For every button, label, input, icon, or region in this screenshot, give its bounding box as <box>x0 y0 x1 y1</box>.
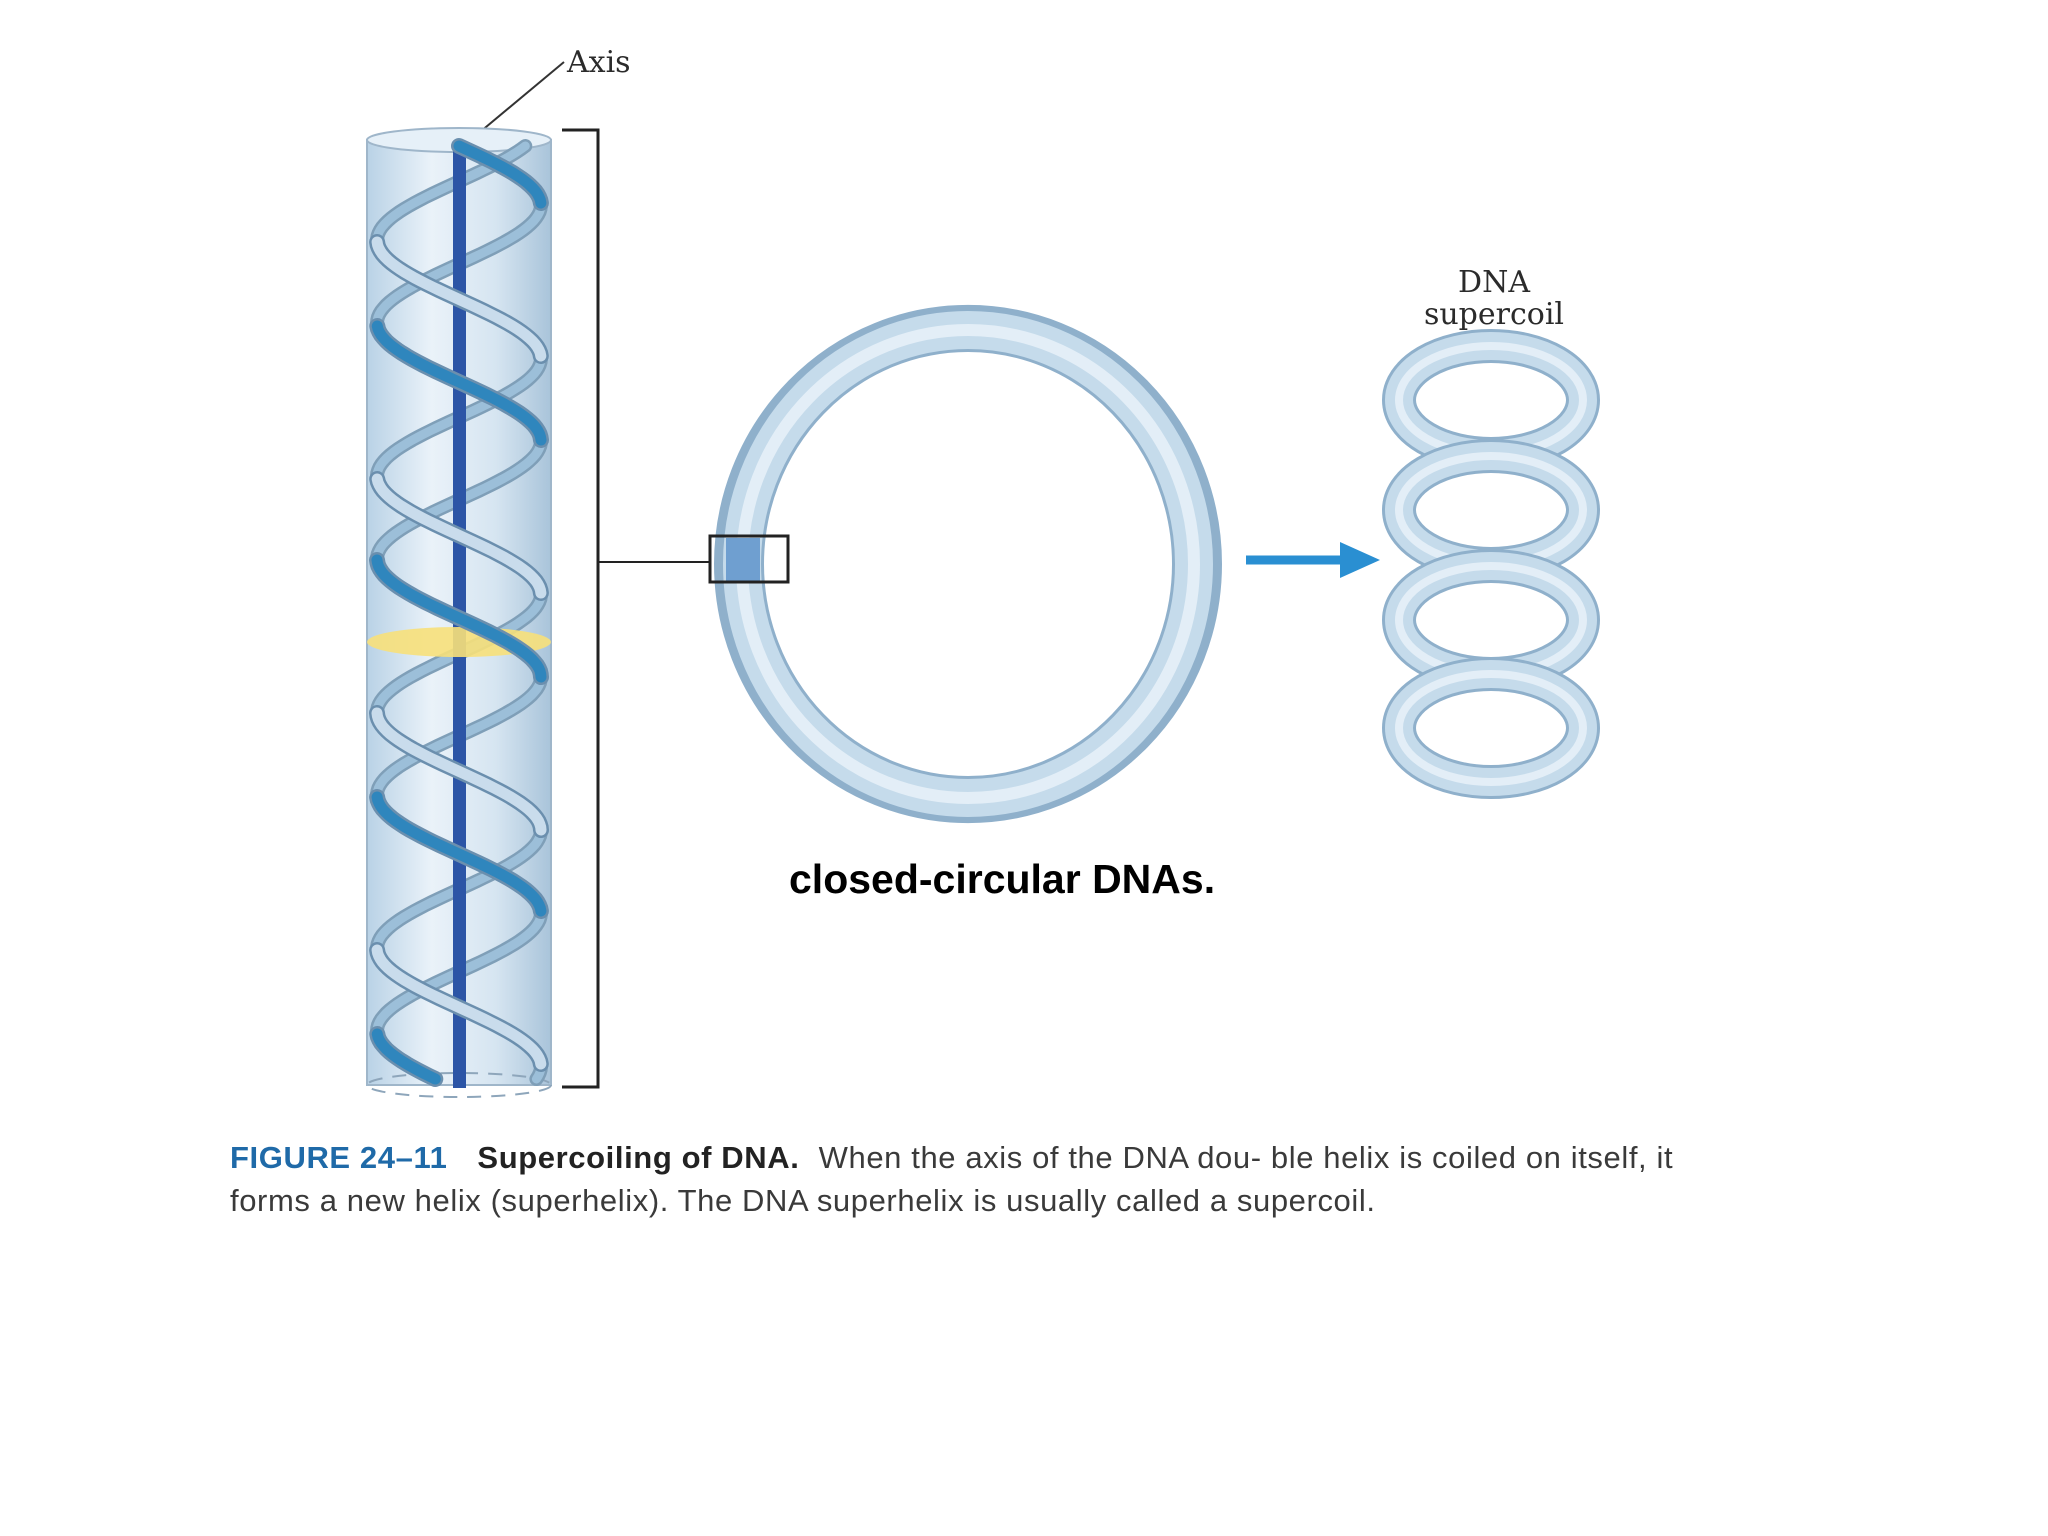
segment-box <box>708 534 790 584</box>
helix-strand-front <box>371 473 547 599</box>
helix-front-strands <box>369 138 549 1087</box>
helix-strand-front <box>371 791 547 917</box>
helix-strand-front <box>453 140 547 209</box>
helix-strand-front <box>371 1028 441 1085</box>
figure-caption-body: When the axis of the DNA dou- ble helix … <box>230 1140 1674 1218</box>
supercoil-label-line1: DNA <box>1458 265 1530 300</box>
supercoil-loop <box>1395 670 1587 786</box>
double-helix-cylinder <box>366 127 552 1098</box>
right-arrow-icon <box>1246 542 1380 578</box>
closed-circular-dna-ring <box>714 304 1222 824</box>
figure-caption: FIGURE 24–11 Supercoiling of DNA. When th… <box>230 1136 1710 1222</box>
closed-circular-dna-label: closed-circular DNAs. <box>789 856 1215 902</box>
axis-label: Axis <box>566 45 631 80</box>
cylinder-bottom <box>366 1072 552 1098</box>
helix-strand-front <box>371 944 547 1070</box>
helix-strand-front <box>371 554 547 683</box>
figure-number: FIGURE 24–11 <box>230 1140 448 1175</box>
helix-strand-front <box>371 236 547 362</box>
length-bracket <box>562 128 600 1089</box>
supercoil-label-line2: supercoil <box>1424 297 1564 332</box>
figure-title: Supercoiling of DNA. <box>477 1140 800 1175</box>
highlighted-segment <box>726 538 760 583</box>
helix-strand-front <box>371 707 547 836</box>
dna-supercoil-loops <box>1382 329 1600 799</box>
helix-strand-front <box>371 320 547 446</box>
